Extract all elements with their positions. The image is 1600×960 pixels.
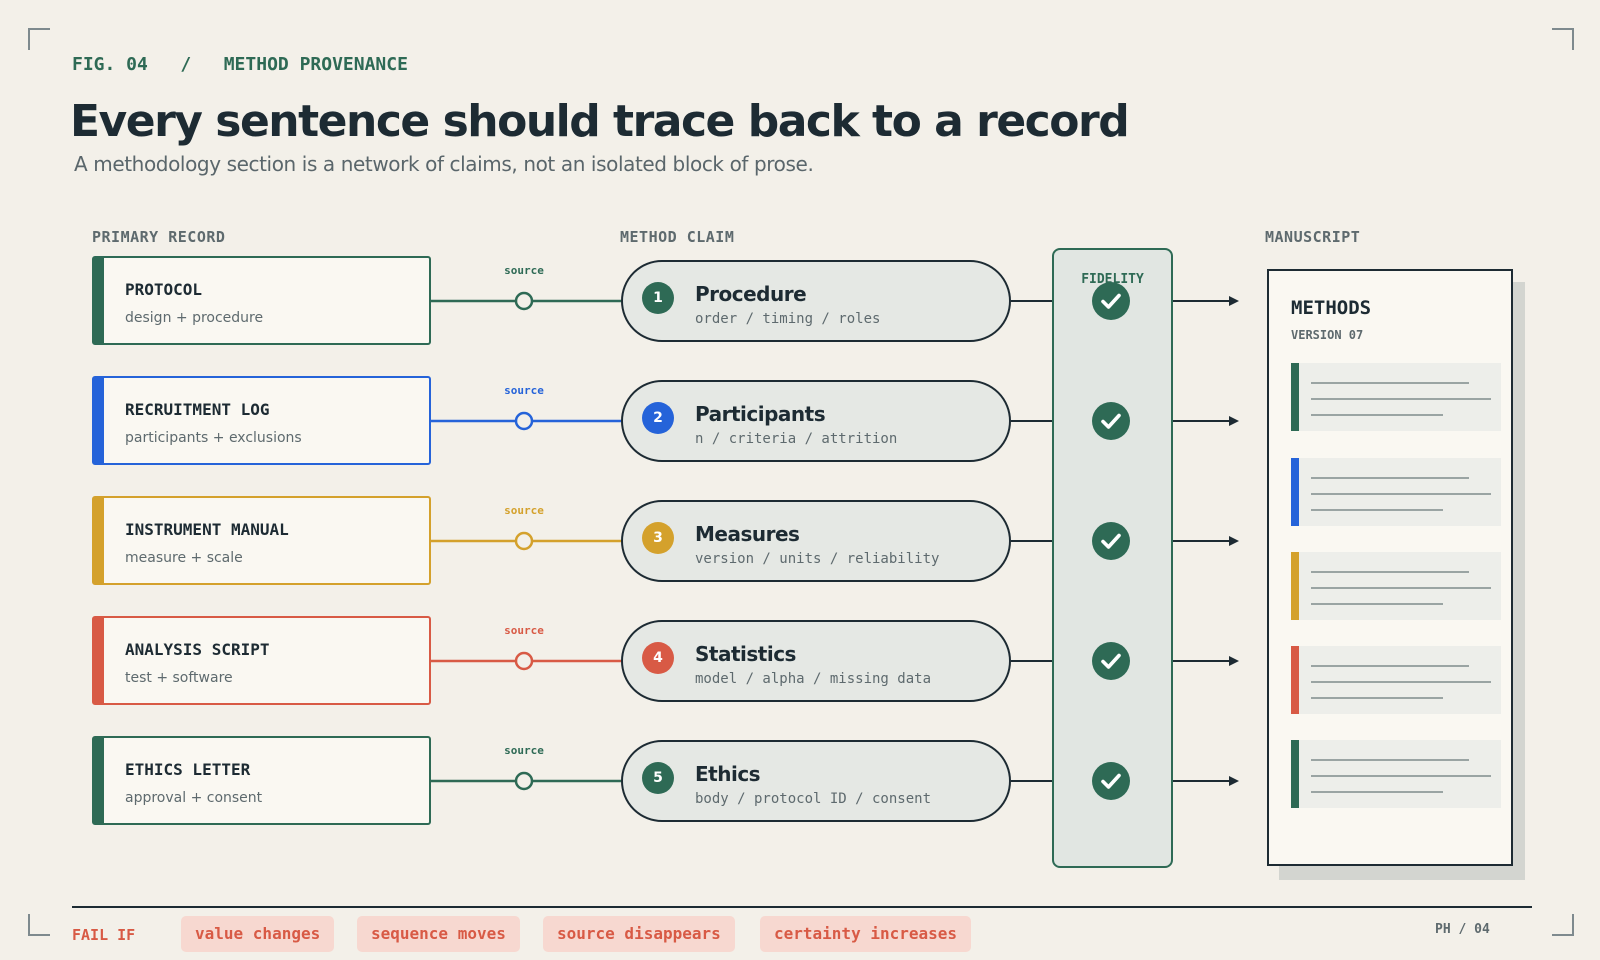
claim-pill: 3 Measures version / units / reliability bbox=[621, 500, 1011, 582]
record-subtitle: test + software bbox=[125, 670, 233, 686]
manuscript-paragraph bbox=[1291, 646, 1501, 714]
check-icon bbox=[1092, 282, 1130, 320]
fail-condition-chip: sequence moves bbox=[357, 916, 520, 952]
record-title: PROTOCOL bbox=[125, 280, 203, 299]
corner-mark-top-right bbox=[1552, 28, 1574, 50]
manuscript-paragraph bbox=[1291, 458, 1501, 526]
source-label: source bbox=[504, 384, 544, 397]
arrowhead bbox=[1229, 776, 1239, 786]
claim-title: Ethics bbox=[695, 762, 761, 786]
source-label: source bbox=[504, 744, 544, 757]
fail-condition-chip: certainty increases bbox=[760, 916, 972, 952]
record-box: INSTRUMENT MANUAL measure + scale bbox=[92, 496, 431, 585]
record-box: PROTOCOL design + procedure bbox=[92, 256, 431, 345]
record-subtitle: approval + consent bbox=[125, 790, 263, 806]
column-heading-primary-record: PRIMARY RECORD bbox=[92, 228, 226, 246]
source-node bbox=[514, 771, 534, 791]
manuscript-title: METHODS bbox=[1291, 297, 1372, 319]
source-node bbox=[514, 291, 534, 311]
text-line bbox=[1311, 587, 1491, 589]
claim-pill: 1 Procedure order / timing / roles bbox=[621, 260, 1011, 342]
claim-number-badge: 2 bbox=[642, 402, 674, 434]
arrowhead bbox=[1229, 296, 1239, 306]
claim-title: Measures bbox=[695, 522, 800, 546]
text-line bbox=[1311, 603, 1443, 605]
claim-subtitle: version / units / reliability bbox=[695, 551, 940, 567]
corner-mark-bottom-left bbox=[28, 914, 50, 936]
claim-subtitle: order / timing / roles bbox=[695, 311, 881, 327]
manuscript-paragraph bbox=[1291, 363, 1501, 431]
source-label: source bbox=[504, 504, 544, 517]
page-title: Every sentence should trace back to a re… bbox=[70, 96, 1130, 147]
fail-if-label: FAIL IF bbox=[72, 926, 136, 944]
source-node bbox=[514, 651, 534, 671]
page-number: PH / 04 bbox=[1435, 922, 1490, 937]
text-line bbox=[1311, 681, 1491, 683]
record-subtitle: participants + exclusions bbox=[125, 430, 302, 446]
source-label: source bbox=[504, 264, 544, 277]
text-line bbox=[1311, 509, 1443, 511]
record-box: ETHICS LETTER approval + consent bbox=[92, 736, 431, 825]
text-line bbox=[1311, 414, 1443, 416]
check-icon bbox=[1092, 642, 1130, 680]
source-node bbox=[514, 531, 534, 551]
check-icon bbox=[1092, 762, 1130, 800]
text-line bbox=[1311, 697, 1443, 699]
record-box: ANALYSIS SCRIPT test + software bbox=[92, 616, 431, 705]
claim-pill: 4 Statistics model / alpha / missing data bbox=[621, 620, 1011, 702]
claim-number-badge: 4 bbox=[642, 642, 674, 674]
column-heading-method-claim: METHOD CLAIM bbox=[620, 228, 735, 246]
claim-subtitle: n / criteria / attrition bbox=[695, 431, 898, 447]
record-subtitle: design + procedure bbox=[125, 310, 264, 326]
page-subtitle: A methodology section is a network of cl… bbox=[74, 152, 814, 176]
claim-title: Statistics bbox=[695, 642, 796, 666]
source-node bbox=[514, 411, 534, 431]
claim-subtitle: model / alpha / missing data bbox=[695, 671, 932, 687]
record-title: INSTRUMENT MANUAL bbox=[125, 520, 289, 539]
record-box: RECRUITMENT LOG participants + exclusions bbox=[92, 376, 431, 465]
footer-divider bbox=[72, 906, 1532, 908]
check-icon bbox=[1092, 402, 1130, 440]
claim-title: Participants bbox=[695, 402, 826, 426]
record-title: RECRUITMENT LOG bbox=[125, 400, 270, 419]
figure-label: FIG. 04 / METHOD PROVENANCE bbox=[72, 54, 408, 75]
manuscript-document: METHODS VERSION 07 bbox=[1267, 269, 1513, 866]
text-line bbox=[1311, 665, 1469, 667]
text-line bbox=[1311, 775, 1491, 777]
text-line bbox=[1311, 477, 1469, 479]
manuscript-paragraph bbox=[1291, 552, 1501, 620]
arrowhead bbox=[1229, 416, 1239, 426]
column-heading-manuscript: MANUSCRIPT bbox=[1265, 228, 1361, 246]
text-line bbox=[1311, 571, 1469, 573]
manuscript-paragraph bbox=[1291, 740, 1501, 808]
corner-mark-top-left bbox=[28, 28, 50, 50]
manuscript-version: VERSION 07 bbox=[1291, 328, 1364, 342]
text-line bbox=[1311, 382, 1469, 384]
fail-condition-chip: value changes bbox=[181, 916, 335, 952]
record-title: ANALYSIS SCRIPT bbox=[125, 640, 270, 659]
arrowhead bbox=[1229, 536, 1239, 546]
arrowhead bbox=[1229, 656, 1239, 666]
claim-subtitle: body / protocol ID / consent bbox=[695, 791, 932, 807]
fidelity-label: FIDELITY bbox=[1081, 272, 1144, 287]
record-title: ETHICS LETTER bbox=[125, 760, 251, 779]
text-line bbox=[1311, 791, 1443, 793]
fail-condition-chip: source disappears bbox=[543, 916, 735, 952]
claim-title: Procedure bbox=[695, 282, 807, 306]
record-subtitle: measure + scale bbox=[125, 550, 243, 566]
corner-mark-bottom-right bbox=[1552, 914, 1574, 936]
text-line bbox=[1311, 493, 1491, 495]
check-icon bbox=[1092, 522, 1130, 560]
text-line bbox=[1311, 398, 1491, 400]
claim-pill: 5 Ethics body / protocol ID / consent bbox=[621, 740, 1011, 822]
claim-number-badge: 5 bbox=[642, 762, 674, 794]
claim-number-badge: 1 bbox=[642, 282, 674, 314]
claim-number-badge: 3 bbox=[642, 522, 674, 554]
claim-pill: 2 Participants n / criteria / attrition bbox=[621, 380, 1011, 462]
source-label: source bbox=[504, 624, 544, 637]
text-line bbox=[1311, 759, 1469, 761]
